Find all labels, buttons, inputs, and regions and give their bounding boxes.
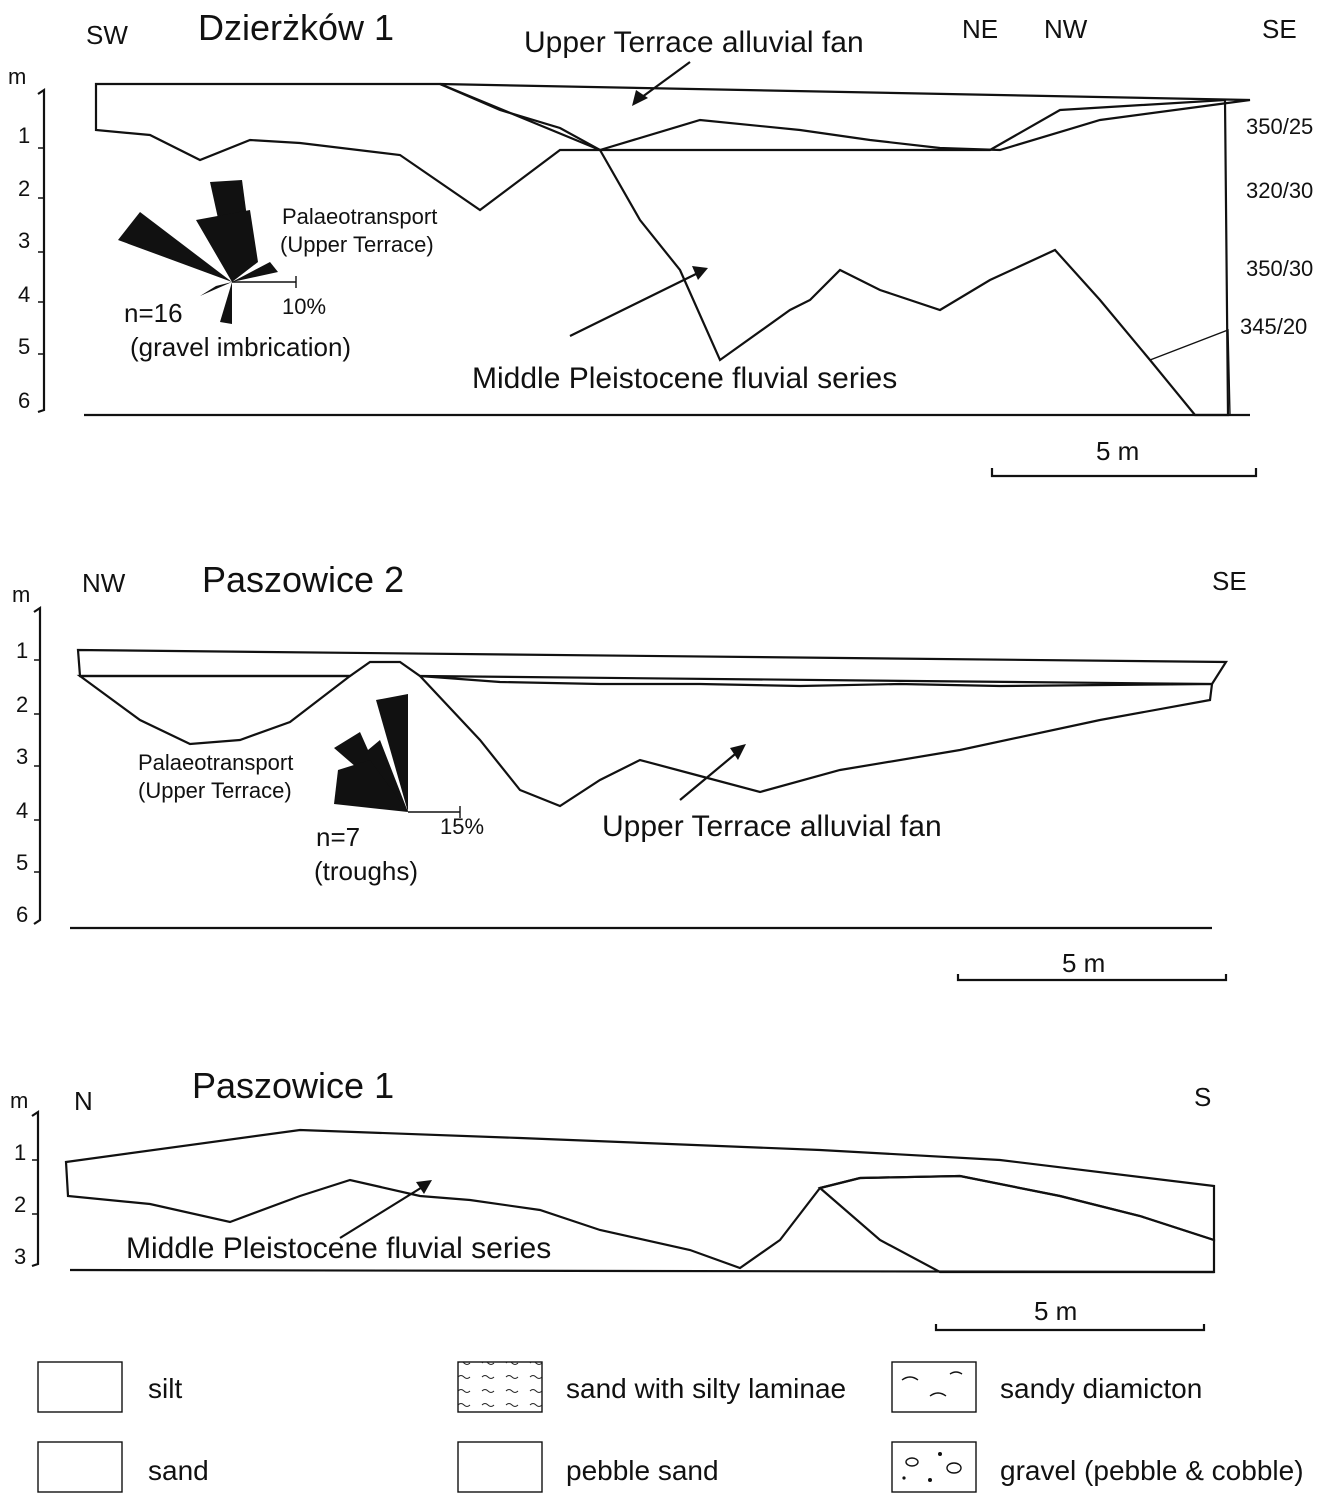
direction-se-label: SE <box>1262 14 1297 44</box>
arrow-head <box>416 1180 432 1194</box>
direction-nw-label: NW <box>1044 14 1088 44</box>
pointer-arrow <box>680 750 740 800</box>
legend-label: sand <box>148 1455 209 1486</box>
depth-tick: 2 <box>18 176 30 201</box>
depth-tick: 1 <box>14 1140 26 1165</box>
rose-scale-label: 15% <box>440 814 484 839</box>
legend-label: sand with silty laminae <box>566 1373 846 1404</box>
silt-lens <box>1150 330 1230 415</box>
section-paszowice-2: NW Paszowice 2 SE m 1 2 3 4 5 6 Palaeotr <box>12 559 1247 980</box>
section-title: Paszowice 2 <box>202 559 404 600</box>
silt-pattern-icon <box>38 1362 122 1412</box>
pointer-arrow <box>570 272 700 336</box>
trough-fill-main <box>420 676 1212 806</box>
section-paszowice-1: N Paszowice 1 S m 1 2 3 Middle Pleistoce… <box>10 1065 1214 1330</box>
depth-tick: 6 <box>18 388 30 413</box>
rose-diagram-2 <box>334 694 460 818</box>
rose-count-label: n=16 <box>124 298 183 328</box>
scale-bar-label: 5 m <box>1096 436 1139 466</box>
direction-sw-label: SW <box>86 20 128 50</box>
pointer-arrow <box>638 62 690 100</box>
depth-unit: m <box>12 582 30 607</box>
dip-reading: 320/30 <box>1246 178 1313 203</box>
label-middle-pleistocene: Middle Pleistocene fluvial series <box>472 362 897 395</box>
scale-bar-label: 5 m <box>1062 948 1105 978</box>
legend-label: pebble sand <box>566 1455 719 1486</box>
rose-count-label: n=7 <box>316 822 360 852</box>
legend-label: sandy diamicton <box>1000 1373 1202 1404</box>
depth-tick: 6 <box>16 902 28 927</box>
direction-ne-label: NE <box>962 14 998 44</box>
rose-note-label: (troughs) <box>314 856 418 886</box>
pointer-arrow <box>340 1186 424 1238</box>
sand-pattern-icon <box>38 1442 122 1492</box>
section-dzierzkow-1: SW Dzierżków 1 NE NW SE m 1 2 3 4 5 6 Up… <box>8 7 1313 476</box>
sand-silty-laminae-pattern-icon <box>458 1362 542 1412</box>
direction-s-label: S <box>1194 1082 1211 1112</box>
depth-tick: 1 <box>16 638 28 663</box>
depth-scale: m 1 2 3 4 5 6 <box>8 64 44 413</box>
section-title: Dzierżków 1 <box>198 7 394 48</box>
arrow-head <box>692 266 708 280</box>
pebble-sand-pattern-icon <box>458 1442 542 1492</box>
depth-tick: 2 <box>16 692 28 717</box>
direction-se-label: SE <box>1212 566 1247 596</box>
rose-title: Palaeotransport <box>282 204 437 229</box>
legend: silt sand with silty laminae sandy diami… <box>38 1362 1304 1492</box>
depth-tick: 5 <box>16 850 28 875</box>
depth-unit: m <box>10 1088 28 1113</box>
dip-reading: 345/20 <box>1240 314 1307 339</box>
depth-scale: m 1 2 3 4 5 6 <box>12 582 40 927</box>
rose-title: Palaeotransport <box>138 750 293 775</box>
label-upper-terrace-fan: Upper Terrace alluvial fan <box>602 810 942 843</box>
depth-tick: 5 <box>18 334 30 359</box>
dip-reading: 350/30 <box>1246 256 1313 281</box>
scale-bar-label: 5 m <box>1034 1296 1077 1326</box>
pebble-sand-layer <box>78 650 1226 686</box>
sandy-diamicton-pattern-icon <box>892 1362 976 1412</box>
direction-nw-label: NW <box>82 568 126 598</box>
depth-tick: 1 <box>18 123 30 148</box>
depth-tick: 3 <box>14 1244 26 1269</box>
rose-note-label: (gravel imbrication) <box>130 332 351 362</box>
laminated-sand-body <box>96 84 600 210</box>
dip-reading: 350/25 <box>1246 114 1313 139</box>
label-middle-pleistocene: Middle Pleistocene fluvial series <box>126 1232 551 1265</box>
direction-n-label: N <box>74 1086 93 1116</box>
depth-tick: 3 <box>18 228 30 253</box>
depth-tick: 4 <box>18 282 30 307</box>
section-title: Paszowice 1 <box>192 1065 394 1106</box>
gravel-pattern-icon <box>892 1442 976 1492</box>
depth-tick: 2 <box>14 1192 26 1217</box>
rose-subtitle: (Upper Terrace) <box>280 232 434 257</box>
label-upper-terrace-fan: Upper Terrace alluvial fan <box>524 26 864 59</box>
rose-subtitle: (Upper Terrace) <box>138 778 292 803</box>
depth-scale: m 1 2 3 <box>10 1088 38 1269</box>
depth-tick: 4 <box>16 798 28 823</box>
gravel-fan-body <box>440 84 1250 150</box>
arrow-head <box>632 90 648 106</box>
legend-label: gravel (pebble & cobble) <box>1000 1455 1304 1486</box>
depth-tick: 3 <box>16 744 28 769</box>
depth-unit: m <box>8 64 26 89</box>
scale-bar <box>992 468 1256 476</box>
deformed-layer <box>820 1176 1214 1272</box>
rose-scale-label: 10% <box>282 294 326 319</box>
legend-label: silt <box>148 1373 182 1404</box>
trough-fill-left <box>80 676 350 744</box>
